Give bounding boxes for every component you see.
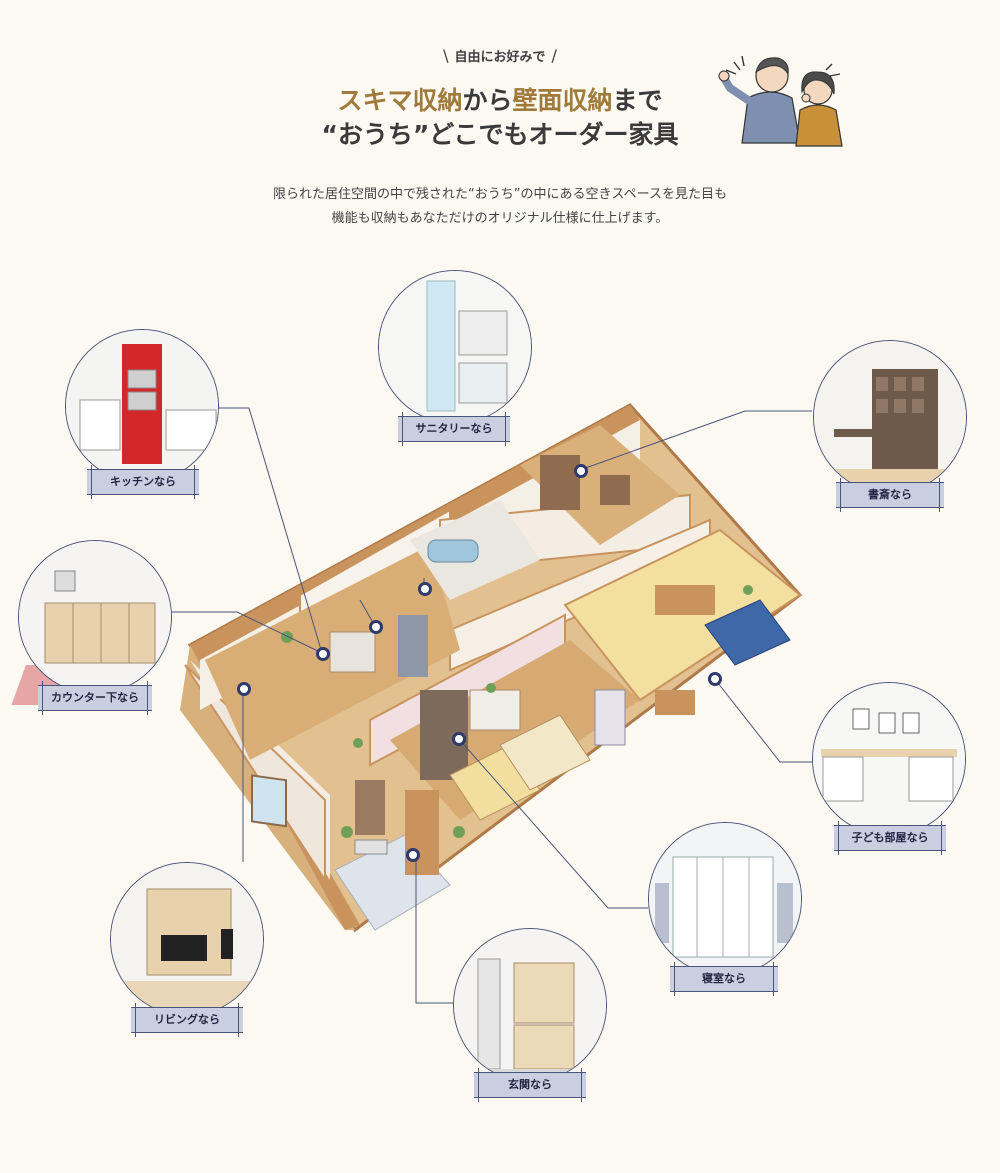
- title-accent-2: 壁面収納: [512, 86, 613, 115]
- eyebrow-text: 自由にお好みで: [454, 50, 546, 65]
- eyebrow: \ 自由にお好みで /: [0, 46, 1000, 65]
- kitchen-scene-icon: [66, 330, 218, 482]
- bedroom-scene-icon: [649, 823, 801, 975]
- living-label[interactable]: リビングなら: [131, 1003, 243, 1037]
- title-text-1: から: [462, 86, 513, 115]
- title-text-2: まで: [612, 86, 663, 115]
- sanitary-pin[interactable]: [418, 582, 432, 596]
- lead-line1: 限られた居住空間の中で残された“おうち”の中にある空きスペースを見た目も: [273, 187, 727, 202]
- title-accent-1: スキマ収納: [337, 86, 463, 115]
- kitchen-thumbnail[interactable]: [65, 329, 219, 483]
- living-pin[interactable]: [237, 682, 251, 696]
- counter-scene-icon: [19, 541, 171, 693]
- study-pin[interactable]: [574, 464, 588, 478]
- sanitary-thumbnail[interactable]: [378, 270, 532, 424]
- lead-line2: 機能も収納もあなただけのオリジナル仕様に仕上げます。: [331, 211, 669, 226]
- study-label[interactable]: 書斎なら: [836, 478, 944, 512]
- kids-pin[interactable]: [708, 672, 722, 686]
- couple-illustration: [718, 55, 843, 147]
- living-thumbnail[interactable]: [110, 862, 264, 1016]
- sanitary-label[interactable]: サニタリーなら: [398, 412, 510, 446]
- entrance-pin[interactable]: [406, 848, 420, 862]
- kitchen-pin[interactable]: [369, 620, 383, 634]
- sanitary-scene-icon: [379, 271, 531, 423]
- counter-pin[interactable]: [316, 647, 330, 661]
- kids-scene-icon: [813, 683, 965, 835]
- counter-label[interactable]: カウンター下なら: [38, 681, 152, 715]
- entrance-label[interactable]: 玄関なら: [474, 1068, 586, 1102]
- bedroom-label[interactable]: 寝室なら: [670, 962, 778, 996]
- kids-thumbnail[interactable]: [812, 682, 966, 836]
- entrance-thumbnail[interactable]: [453, 928, 607, 1082]
- living-scene-icon: [111, 863, 263, 1015]
- kitchen-label[interactable]: キッチンなら: [87, 465, 199, 499]
- slash-right-icon: /: [551, 46, 557, 65]
- kids-label[interactable]: 子ども部屋なら: [834, 821, 946, 855]
- bedroom-thumbnail[interactable]: [648, 822, 802, 976]
- study-thumbnail[interactable]: [813, 340, 967, 494]
- bedroom-pin[interactable]: [452, 732, 466, 746]
- entrance-scene-icon: [454, 929, 606, 1081]
- counter-thumbnail[interactable]: [18, 540, 172, 694]
- study-scene-icon: [814, 341, 966, 493]
- lead-text: 限られた居住空間の中で残された“おうち”の中にある空きスペースを見た目も 機能も…: [0, 183, 1000, 231]
- slash-left-icon: \: [443, 46, 449, 65]
- title-line2: “おうち”どこでもオーダー家具: [321, 120, 679, 149]
- page-title: スキマ収納から壁面収納まで “おうち”どこでもオーダー家具: [0, 84, 1000, 152]
